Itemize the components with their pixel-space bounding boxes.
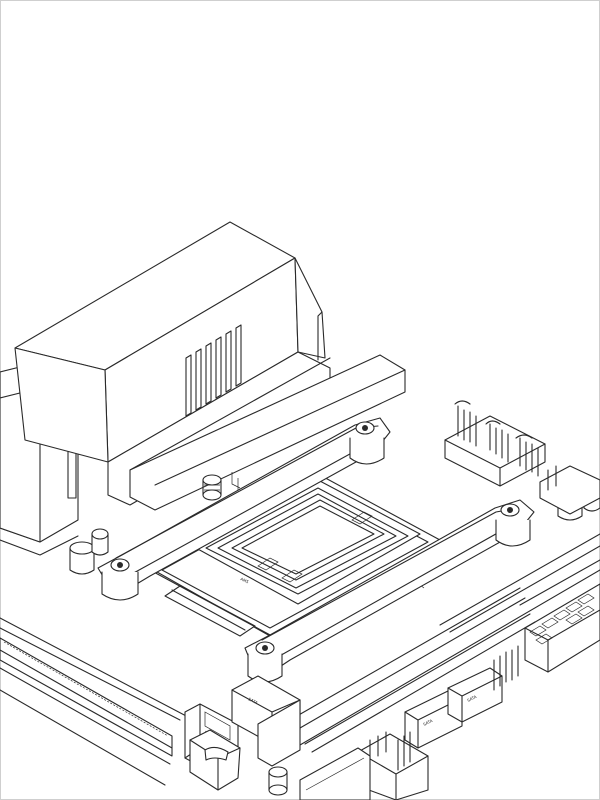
mounting-bracket-top xyxy=(97,417,391,601)
socket-pin1-marker xyxy=(231,472,241,489)
vrm-heatsink-bar xyxy=(129,354,406,511)
bracket-screw-4 xyxy=(500,503,520,517)
capacitor-1 xyxy=(69,541,95,575)
socket-label: AM5 xyxy=(240,576,250,584)
atx-power-connector xyxy=(524,583,600,673)
capacitor-2 xyxy=(91,528,109,556)
bracket-screw-3 xyxy=(255,641,275,655)
sata-port-3: SATA xyxy=(447,667,503,723)
sata-area-pins xyxy=(493,645,519,691)
cpu-socket: AM5 xyxy=(149,473,441,637)
sata-label-4: SATA xyxy=(248,696,259,705)
header-pins xyxy=(457,405,539,477)
memory-slots xyxy=(439,533,600,633)
front-panel-headers xyxy=(231,675,429,800)
pcie-latch xyxy=(189,729,241,791)
pcie-slot xyxy=(0,637,173,786)
bracket-screw-1 xyxy=(110,558,130,572)
heatsink-fins xyxy=(185,324,242,417)
lower-rails xyxy=(289,587,536,753)
bracket-screw-2 xyxy=(355,421,375,435)
power-pins xyxy=(529,593,595,645)
fan-headers xyxy=(444,400,600,515)
board-outline xyxy=(0,569,600,746)
standoff-1 xyxy=(202,474,222,501)
mounting-bracket-bottom xyxy=(244,499,535,683)
sata-label-2: SATA xyxy=(422,718,433,727)
sata-label-3: SATA xyxy=(466,694,477,703)
standoff-3 xyxy=(268,766,288,796)
